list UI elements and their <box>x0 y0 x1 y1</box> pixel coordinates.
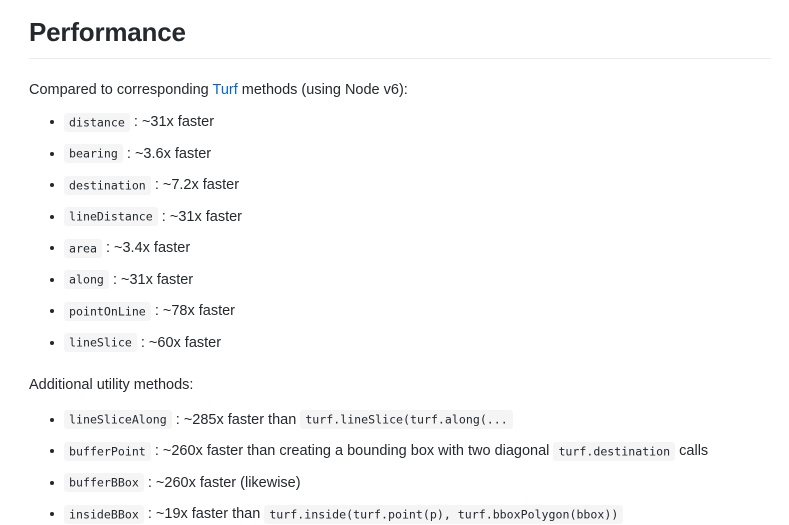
list-item: bearing : ~3.6x faster <box>29 144 760 165</box>
method-description: ~31x faster <box>121 271 194 288</box>
code-snippet: turf.destination <box>553 441 676 461</box>
code-snippet: turf.lineSlice(turf.along(... <box>300 410 513 430</box>
list-item: area : ~3.4x faster <box>29 238 760 259</box>
method-name: bearing <box>64 144 123 164</box>
turf-link[interactable]: Turf <box>212 81 238 98</box>
method-name: along <box>64 270 109 290</box>
separator: : <box>147 506 152 523</box>
list-item: along : ~31x faster <box>29 270 760 291</box>
separator: : <box>154 443 159 460</box>
title-divider <box>29 57 771 59</box>
method-description: ~285x faster than <box>183 411 297 428</box>
separator: : <box>140 334 145 351</box>
trailing-text: calls <box>679 443 709 460</box>
separator: : <box>147 474 152 491</box>
method-name: lineSlice <box>64 333 137 353</box>
list-item: bufferPoint : ~260x faster than creating… <box>29 441 760 462</box>
method-description: ~3.4x faster <box>114 240 191 257</box>
method-description: ~260x faster (likewise) <box>155 474 301 491</box>
method-description: ~3.6x faster <box>134 145 212 162</box>
method-description: ~260x faster than creating a bounding bo… <box>162 443 550 460</box>
intro-text-after: methods (using Node v6): <box>237 81 408 98</box>
method-name: insideBBox <box>64 504 144 524</box>
secondary-heading: Additional utility methods: <box>29 376 194 393</box>
list-item: lineDistance : ~31x faster <box>29 207 760 228</box>
list-item: pointOnLine : ~78x faster <box>29 301 760 322</box>
page-title: Performance <box>29 17 186 47</box>
separator: : <box>112 271 117 288</box>
method-description: ~7.2x faster <box>162 177 240 194</box>
method-name: bufferPoint <box>64 441 151 461</box>
method-name: lineSliceAlong <box>64 410 172 430</box>
separator: : <box>161 208 166 225</box>
list-item: destination : ~7.2x faster <box>29 175 760 196</box>
separator: : <box>154 303 159 320</box>
method-description: ~19x faster than <box>155 506 261 523</box>
separator: : <box>133 114 138 131</box>
intro-paragraph: Compared to corresponding Turf methods (… <box>29 80 760 102</box>
list-item: lineSlice : ~60x faster <box>29 333 760 354</box>
primary-method-list: distance : ~31x faster bearing : ~3.6x f… <box>29 112 760 354</box>
method-description: ~31x faster <box>169 208 242 225</box>
intro-text-before: Compared to corresponding <box>29 81 213 98</box>
separator: : <box>126 145 131 162</box>
method-name: lineDistance <box>64 207 158 227</box>
list-item: distance : ~31x faster <box>29 112 760 133</box>
code-snippet: turf.inside(turf.point(p), turf.bboxPoly… <box>264 504 624 524</box>
method-description: ~31x faster <box>141 114 215 131</box>
list-item: lineSliceAlong : ~285x faster than turf.… <box>29 410 760 431</box>
utility-method-list: lineSliceAlong : ~285x faster than turf.… <box>29 410 760 525</box>
method-description: ~60x faster <box>148 334 222 351</box>
separator: : <box>105 240 110 257</box>
method-description: ~78x faster <box>162 303 236 320</box>
method-name: destination <box>64 175 151 195</box>
list-item: bufferBBox : ~260x faster (likewise) <box>29 473 760 494</box>
method-name: pointOnLine <box>64 301 151 321</box>
list-item: insideBBox : ~19x faster than turf.insid… <box>29 504 760 525</box>
separator: : <box>175 411 180 428</box>
method-name: distance <box>64 112 130 132</box>
separator: : <box>154 177 159 194</box>
method-name: area <box>64 238 102 258</box>
method-name: bufferBBox <box>64 473 144 493</box>
